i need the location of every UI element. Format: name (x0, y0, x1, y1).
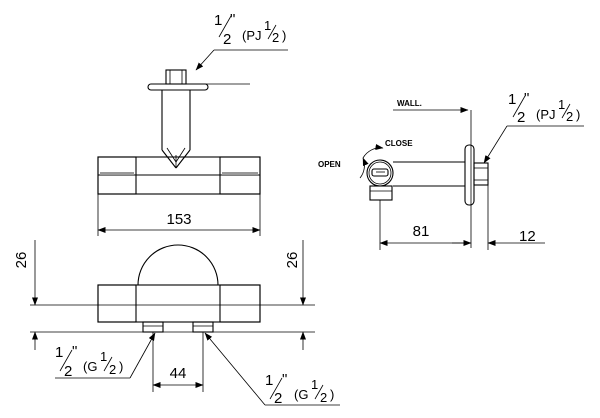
front-spacing-dimension: 44 (170, 365, 187, 382)
side-depth-dimension: 81 (413, 223, 430, 240)
svg-text:1: 1 (100, 349, 107, 364)
wall-label: WALL. (397, 99, 422, 108)
front-right-cap (219, 284, 261, 323)
svg-text:(PJ: (PJ (242, 28, 262, 43)
front-left-outlet-label: 1 2 " (G 1 2 ) (55, 332, 156, 380)
svg-text:2: 2 (566, 109, 573, 124)
top-width-dimension: 153 (166, 211, 191, 228)
svg-text:1: 1 (558, 97, 565, 112)
svg-text:2: 2 (274, 390, 282, 407)
svg-text:1: 1 (214, 12, 222, 29)
svg-text:2: 2 (109, 362, 116, 377)
svg-text:1: 1 (264, 18, 271, 33)
svg-text:(G: (G (294, 387, 308, 402)
side-handle-knob (366, 159, 394, 187)
svg-text:2: 2 (223, 31, 231, 48)
front-left-cap (97, 284, 137, 323)
side-wall-flange (464, 144, 475, 206)
svg-text:): ) (576, 107, 580, 122)
top-inlet-label: 1 2 " (PJ 1 2 ) (195, 11, 288, 71)
svg-text:": " (282, 371, 287, 388)
close-label: CLOSE (385, 139, 413, 148)
side-flange-dimension: 12 (519, 228, 536, 245)
svg-text:2: 2 (320, 390, 327, 405)
front-right-outlet-label: 1 2 " (G 1 2 ) (204, 332, 340, 407)
svg-text:1: 1 (265, 372, 273, 389)
svg-text:(G: (G (83, 359, 97, 374)
front-left-height-dimension: 26 (13, 252, 30, 269)
svg-text:": " (524, 90, 529, 107)
front-left-outlet (142, 321, 164, 333)
front-right-height-dimension: 26 (284, 252, 301, 269)
svg-text:2: 2 (64, 363, 72, 380)
svg-text:": " (72, 343, 77, 360)
svg-text:1: 1 (55, 344, 63, 361)
svg-text:2: 2 (272, 30, 279, 45)
open-label: OPEN (318, 160, 341, 169)
svg-text:1: 1 (311, 377, 318, 392)
svg-text:): ) (282, 28, 286, 43)
top-view: 153 1 2 " (PJ 1 2 ) (97, 11, 288, 236)
svg-text:": " (230, 11, 235, 28)
side-outlet-nut (473, 162, 489, 186)
front-mixer-body (97, 284, 261, 323)
svg-text:): ) (330, 387, 334, 402)
front-view: 26 26 44 1 2 " (G 1 2 ) 1 2 (13, 240, 340, 407)
svg-text:2: 2 (517, 109, 525, 126)
svg-text:(PJ: (PJ (536, 107, 556, 122)
side-outlet-label: 1 2 " (PJ 1 2 ) (483, 90, 584, 164)
svg-text:1: 1 (508, 91, 516, 108)
side-view: WALL. CLOSE OPEN 81 12 1 (318, 90, 584, 250)
front-right-outlet (192, 321, 214, 333)
top-inlet-flange (147, 83, 209, 91)
svg-text:): ) (119, 359, 123, 374)
front-dome (137, 244, 219, 286)
side-base-fitting (369, 185, 393, 201)
top-inlet-nut (165, 69, 187, 85)
